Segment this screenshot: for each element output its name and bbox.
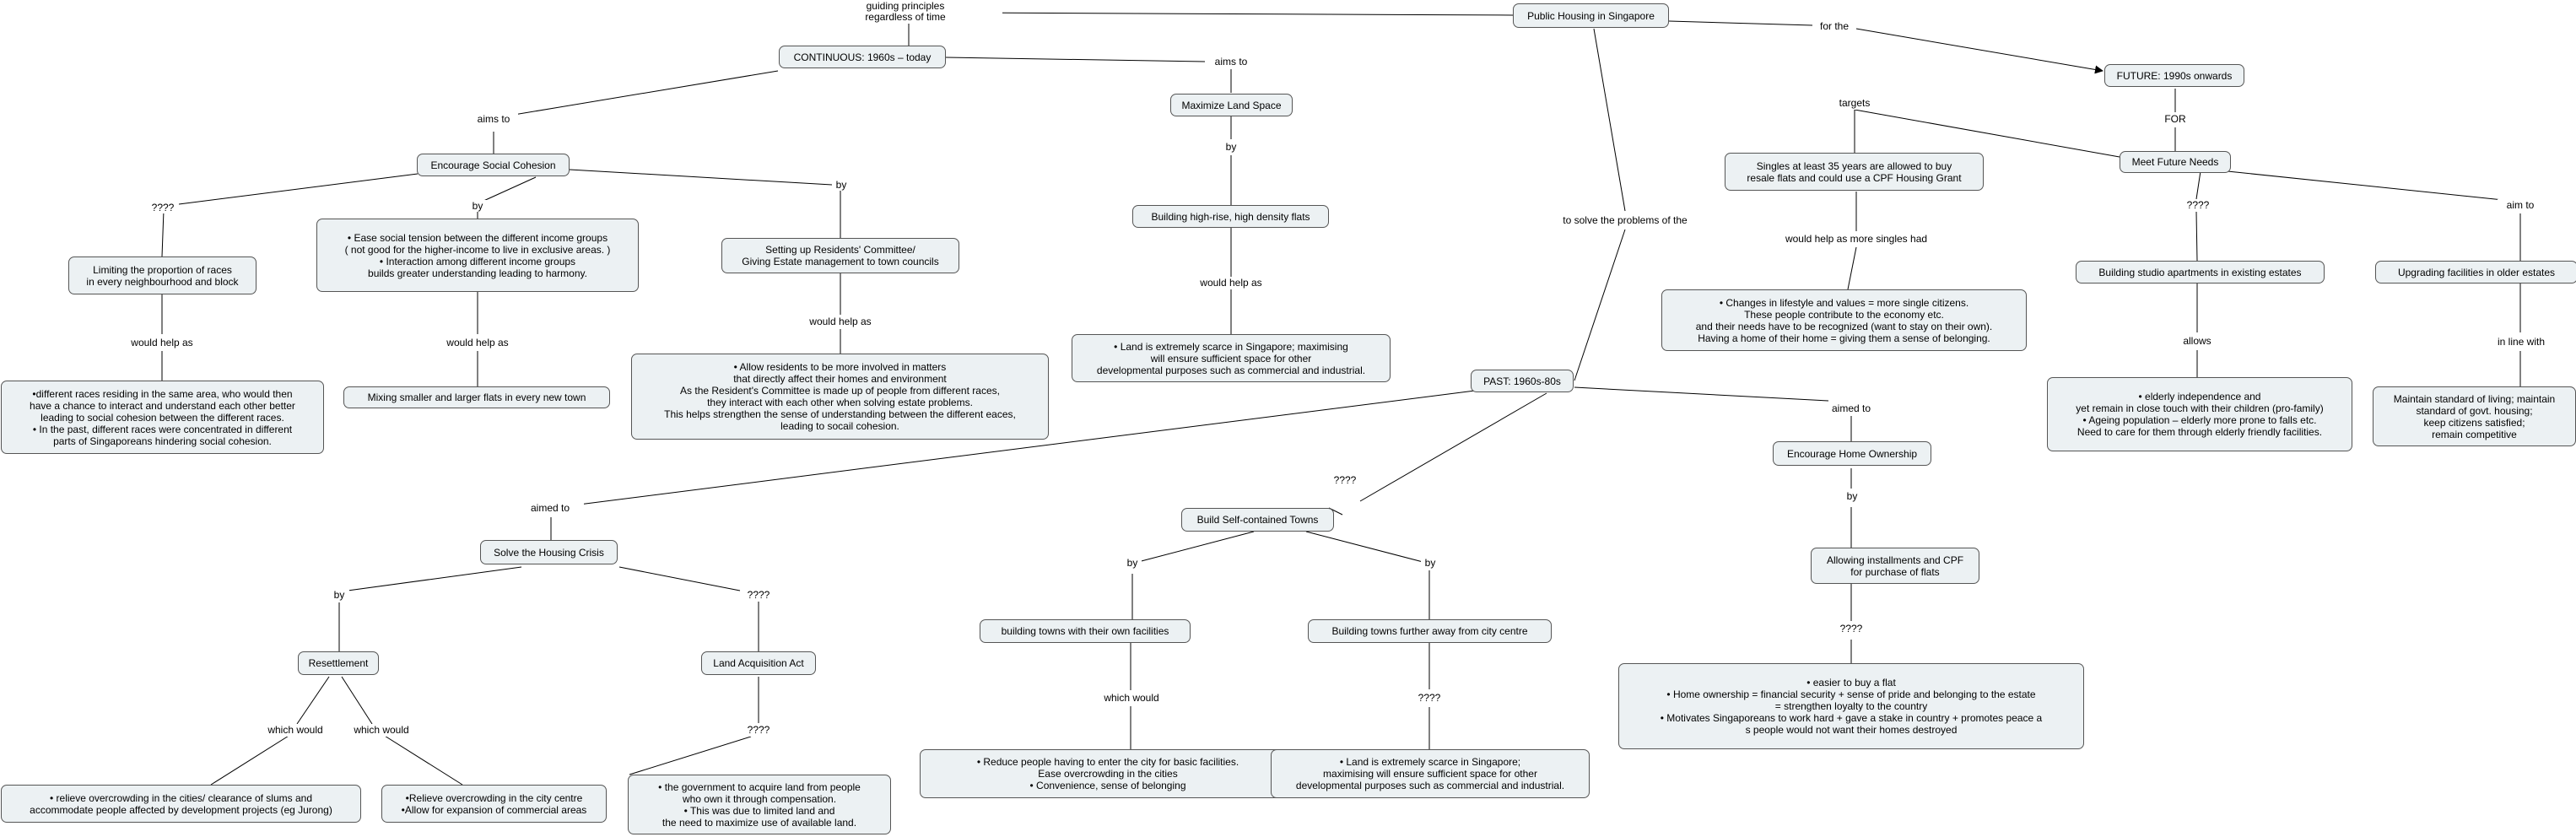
- node-relieve-slums[interactable]: • relieve overcrowding in the cities/ cl…: [1, 785, 361, 823]
- node-social-cohesion[interactable]: Encourage Social Cohesion: [417, 154, 570, 176]
- node-future[interactable]: FUTURE: 1990s onwards: [2104, 64, 2244, 87]
- node-past[interactable]: PAST: 1960s-80s: [1471, 370, 1574, 392]
- node-limiting-races[interactable]: Limiting the proportion of races in ever…: [68, 256, 257, 294]
- node-easier-buy[interactable]: • easier to buy a flat • Home ownership …: [1618, 663, 2084, 749]
- link-label-which-would-3: which would: [1095, 691, 1168, 705]
- link-label-by-resettlement: by: [329, 588, 349, 602]
- link-label-aim-to-upgrade: aim to: [2498, 199, 2543, 212]
- node-different-races[interactable]: •different races residing in the same ar…: [1, 381, 324, 454]
- link-label-by-further: by: [1421, 556, 1439, 570]
- node-relieve-centre[interactable]: •Relieve overcrowding in the city centre…: [381, 785, 607, 823]
- node-housing-crisis[interactable]: Solve the Housing Crisis: [480, 540, 618, 564]
- node-public-housing[interactable]: Public Housing in Singapore: [1513, 3, 1669, 28]
- link-label-q-scarce: ????: [1412, 692, 1446, 705]
- link-label-allows: allows: [2177, 334, 2217, 348]
- node-singles[interactable]: Singles at least 35 years are allowed to…: [1725, 153, 1984, 191]
- node-upgrading[interactable]: Upgrading facilities in older estates: [2375, 261, 2576, 284]
- link-label-which-would-2: which would: [348, 724, 415, 737]
- link-label-by-land: by: [1222, 141, 1240, 154]
- link-label-q-limiting: ????: [147, 202, 179, 213]
- link-label-q-self: ????: [1329, 474, 1361, 487]
- node-ease-tension[interactable]: • Ease social tension between the differ…: [316, 219, 639, 292]
- link-label-would-help-races: would help as: [123, 336, 201, 349]
- node-changes-lifestyle[interactable]: • Changes in lifestyle and values = more…: [1661, 289, 2027, 351]
- link-label-q-studio: ????: [2182, 199, 2214, 211]
- node-installments[interactable]: Allowing installments and CPF for purcha…: [1811, 548, 1979, 584]
- link-label-would-help-mixing: would help as: [439, 336, 516, 349]
- link-label-q-land-act: ????: [743, 588, 775, 602]
- node-allow-residents[interactable]: • Allow residents to be more involved in…: [631, 354, 1049, 440]
- link-label-aims-to-land: aims to: [1207, 56, 1256, 68]
- node-elderly[interactable]: • elderly independence and yet remain in…: [2047, 377, 2352, 451]
- node-continuous[interactable]: CONTINUOUS: 1960s – today: [779, 46, 946, 68]
- link-label-aimed-to-home: aimed to: [1824, 402, 1878, 415]
- node-resettlement[interactable]: Resettlement: [298, 651, 379, 675]
- link-label-which-would-1: which would: [262, 724, 329, 737]
- node-land-scarce-2[interactable]: • Land is extremely scarce in Singapore;…: [1271, 749, 1590, 798]
- node-self-contained[interactable]: Build Self-contained Towns: [1181, 508, 1334, 532]
- node-mixing-flats[interactable]: Mixing smaller and larger flats in every…: [343, 386, 610, 408]
- node-high-rise[interactable]: Building high-rise, high density flats: [1132, 205, 1329, 228]
- link-label-by-ease: by: [468, 200, 487, 212]
- node-land-scarce-1[interactable]: • Land is extremely scarce in Singapore;…: [1072, 334, 1391, 382]
- node-maximize-land[interactable]: Maximize Land Space: [1170, 94, 1293, 116]
- node-land-acquisition[interactable]: Land Acquisition Act: [701, 651, 816, 675]
- node-own-facilities[interactable]: building towns with their own facilities: [980, 619, 1191, 643]
- node-further-away[interactable]: Building towns further away from city ce…: [1308, 619, 1552, 643]
- node-meet-future[interactable]: Meet Future Needs: [2120, 151, 2231, 173]
- node-reduce-people[interactable]: • Reduce people having to enter the city…: [920, 749, 1296, 798]
- link-label-guiding: guiding principles regardless of time: [808, 0, 1002, 24]
- link-label-by-rc: by: [832, 179, 851, 191]
- link-label-would-help-singles: would help as more singles had: [1772, 232, 1941, 246]
- link-label-for-the: for the: [1812, 20, 1856, 32]
- link-label-to-solve: to solve the problems of the: [1549, 213, 1701, 227]
- link-label-aims-to-social: aims to: [469, 113, 518, 126]
- node-govt-acquire[interactable]: • the government to acquire land from pe…: [628, 775, 891, 834]
- link-label-would-help-land: would help as: [1192, 277, 1270, 289]
- node-maintain-standard[interactable]: Maintain standard of living; maintain st…: [2373, 386, 2576, 446]
- node-studio-apartments[interactable]: Building studio apartments in existing e…: [2076, 261, 2325, 284]
- link-label-by-own: by: [1123, 556, 1142, 570]
- link-label-targets: targets: [1833, 97, 1877, 110]
- link-label-q-govt: ????: [743, 724, 775, 737]
- link-label-in-line-with: in line with: [2491, 335, 2552, 348]
- link-label-aimed-to-crisis: aimed to: [516, 501, 584, 516]
- node-home-ownership[interactable]: Encourage Home Ownership: [1773, 441, 1931, 466]
- link-label-would-help-rc: would help as: [802, 316, 879, 328]
- node-residents-committee[interactable]: Setting up Residents' Committee/ Giving …: [721, 238, 959, 273]
- link-label-by-installments: by: [1843, 489, 1861, 503]
- link-label-q-easier: ????: [1834, 623, 1868, 635]
- link-label-for-needs: FOR: [2162, 113, 2189, 126]
